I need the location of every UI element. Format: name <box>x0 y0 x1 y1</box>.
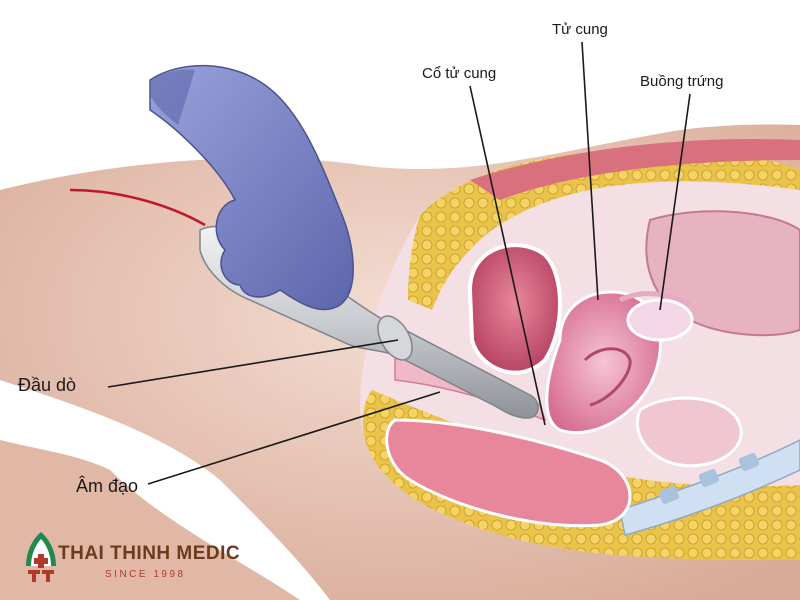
label-buong-trung: Buồng trứng <box>640 73 724 90</box>
thigh-shape <box>0 440 300 600</box>
gloved-hand <box>149 64 354 311</box>
logo-emblem-icon <box>26 532 56 582</box>
leader-co-tu-cung <box>469 85 546 426</box>
leader-buong-trung <box>659 93 691 311</box>
leader-dau-do <box>107 339 399 388</box>
muscle-band <box>470 139 800 200</box>
bladder <box>467 243 562 375</box>
fallopian-tube <box>618 291 692 308</box>
leader-tu-cung <box>581 41 599 301</box>
label-dau-do: Đầu dò <box>18 375 77 395</box>
brand-name: THAI THINH MEDIC <box>58 543 241 564</box>
brand-since: SINCE 1998 <box>105 569 186 580</box>
vertebrae <box>658 453 760 504</box>
label-am-dao: Âm đạo <box>76 476 139 496</box>
rectum <box>385 418 632 528</box>
probe-cable <box>69 188 206 227</box>
label-co-tu-cung: Cổ tử cung <box>422 65 497 82</box>
bowel-loop <box>635 396 743 468</box>
leader-am-dao <box>147 391 441 485</box>
label-tu-cung: Tử cung <box>552 21 608 38</box>
leader-lines <box>107 41 691 485</box>
uterine-cavity <box>583 347 632 407</box>
brand-logo <box>26 532 56 582</box>
ovary <box>626 298 694 342</box>
